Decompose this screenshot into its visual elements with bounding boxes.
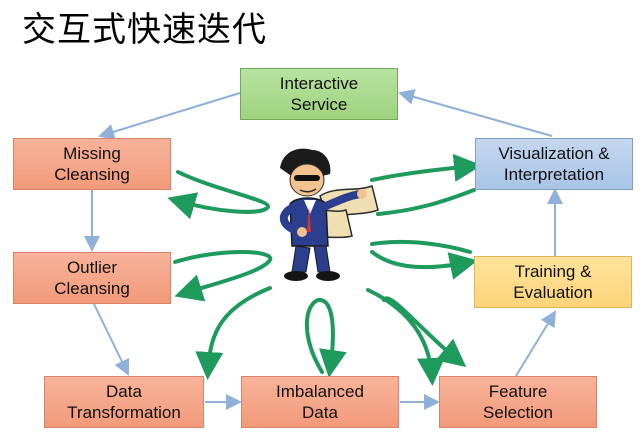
arrow-interactive-to-missing — [98, 92, 241, 140]
arrow-visualization-to-interactive — [398, 89, 553, 137]
node-missing-cleansing: Missing Cleansing — [13, 138, 171, 190]
arrow-feature-to-training — [515, 310, 557, 377]
loop-arrow-training — [370, 242, 470, 267]
loop-arrow-transformation — [195, 286, 272, 380]
node-data-transformation: Data Transformation — [44, 376, 204, 428]
node-feature-selection: Feature Selection — [439, 376, 597, 428]
node-outlier-cleansing: Outlier Cleansing — [13, 252, 171, 304]
loop-arrow-imbalanced — [304, 298, 347, 378]
node-imbalanced-data: Imbalanced Data — [241, 376, 399, 428]
node-training-evaluation: Training & Evaluation — [474, 256, 632, 308]
page-title: 交互式快速迭代 — [22, 10, 267, 50]
loop-arrow-feature-a — [366, 288, 445, 386]
arrow-outlier-to-transformation — [93, 303, 130, 376]
loop-arrow-feature-b — [382, 296, 467, 367]
node-interactive-service: Interactive Service — [240, 68, 398, 120]
loop-arrow-outlier — [173, 250, 273, 302]
loop-arrow-visualization — [370, 166, 474, 216]
loop-arrow-missing — [167, 170, 271, 220]
node-visualization-interpretation: Visualization & Interpretation — [475, 138, 633, 190]
